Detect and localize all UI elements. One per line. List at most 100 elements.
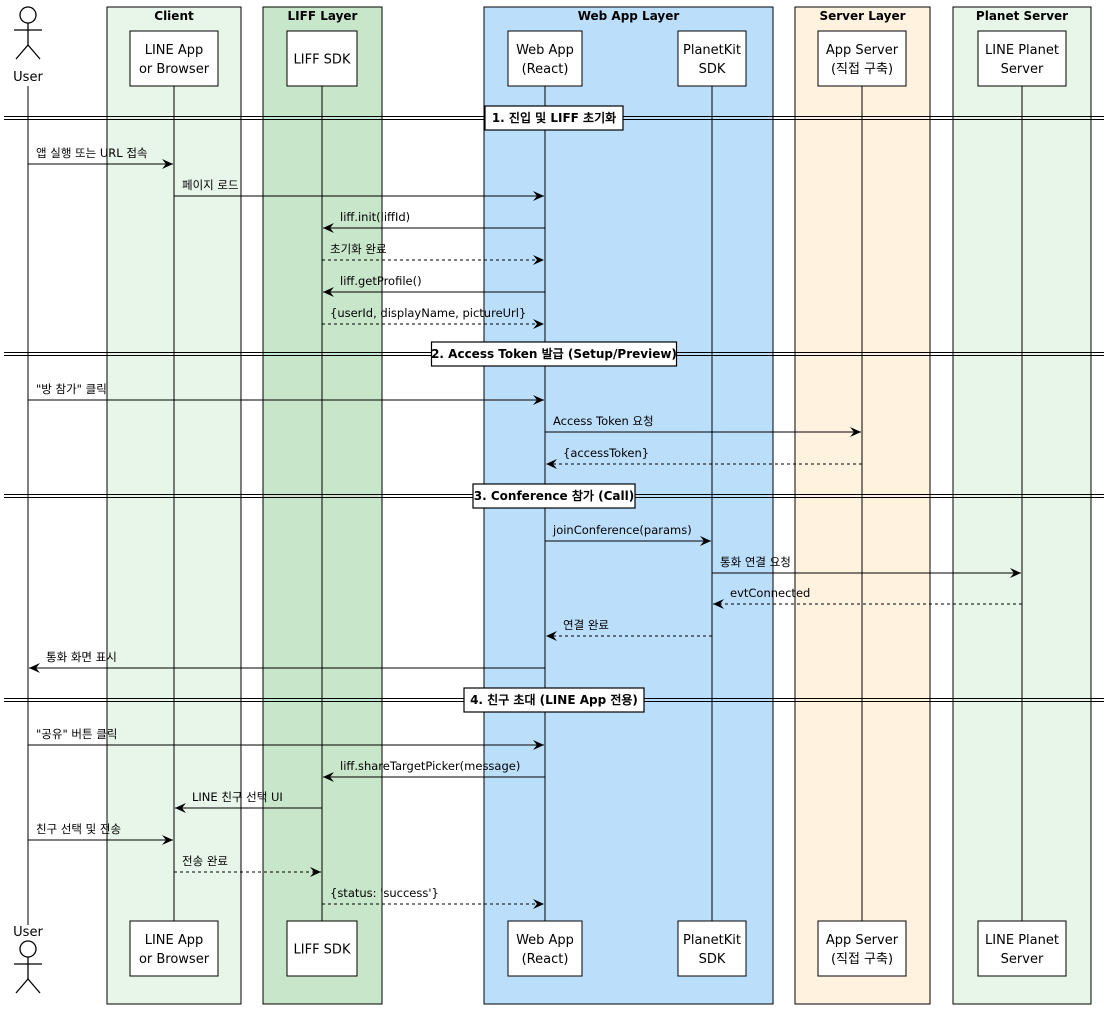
message-label: Access Token 요청: [553, 414, 654, 428]
message-label: "공유" 버튼 클릭: [36, 727, 117, 741]
group-title: Web App Layer: [578, 9, 680, 23]
participant-rect: [507, 920, 583, 977]
participant-rect: [677, 920, 747, 977]
participant-label: or Browser: [139, 62, 210, 77]
participant-box-4-bottom: App Server (직접 구축): [817, 920, 907, 977]
actor-leg-right: [27, 44, 41, 60]
message-10: joinConference(params): [545, 523, 711, 546]
message-label: liff.init(liffId): [340, 210, 410, 224]
divider-label: 2. Access Token 발급 (Setup/Preview): [431, 346, 677, 361]
message-label: 연결 완료: [563, 618, 609, 632]
message-label: {status: 'success'}: [330, 886, 439, 900]
divider-label: 4. 친구 초대 (LINE App 전용): [470, 692, 638, 707]
actor-leg-right: [27, 978, 41, 994]
divider-1: 1. 진입 및 LIFF 초기화: [4, 105, 1104, 131]
participant-label: (직접 구축): [831, 952, 893, 967]
participant-box-1-bottom: LIFF SDK: [286, 920, 358, 977]
participant-rect: [286, 30, 358, 87]
participant-rect: [129, 920, 219, 977]
divider-label-box: [463, 687, 645, 713]
message-3: liff.init(liffId): [323, 210, 545, 233]
participant-box-0-top: LINE App or Browser: [129, 30, 219, 87]
message-label: joinConference(params): [552, 523, 692, 537]
message-4: 초기화 완료: [322, 242, 544, 265]
message-label: 앱 실행 또는 URL 접속: [36, 146, 148, 160]
participant-rect: [977, 30, 1067, 87]
participant-label: LINE App: [145, 933, 204, 948]
participant-label: (직접 구축): [831, 62, 893, 77]
message-17: LINE 친구 선택 UI: [175, 790, 322, 813]
divider-3: 3. Conference 참가 (Call): [4, 483, 1104, 509]
participant-label: SDK: [699, 952, 726, 967]
participant-label: PlanetKit: [683, 43, 741, 58]
participant-label: or Browser: [139, 952, 210, 967]
message-label: 통화 연결 요청: [720, 555, 791, 569]
message-label: LINE 친구 선택 UI: [192, 790, 283, 804]
divider-2: 2. Access Token 발급 (Setup/Preview): [4, 341, 1104, 367]
message-13: 연결 완료: [546, 618, 712, 641]
participant-rect: [677, 30, 747, 87]
actor-label: User: [13, 925, 43, 940]
actor-head: [19, 940, 37, 958]
participant-box-2-bottom: Web App (React): [507, 920, 583, 977]
divider-label-box: [484, 105, 624, 131]
participant-box-1-top: LIFF SDK: [286, 30, 358, 87]
participant-label: LINE Planet: [985, 933, 1059, 948]
message-8: Access Token 요청: [545, 414, 861, 437]
message-label: {accessToken}: [563, 446, 649, 460]
participant-label: PlanetKit: [683, 933, 741, 948]
message-label: "방 참가" 클릭: [36, 382, 107, 396]
divider-label: 1. 진입 및 LIFF 초기화: [492, 110, 616, 125]
section-dividers: 1. 진입 및 LIFF 초기화 2. Access Token 발급 (Setu…: [4, 105, 1104, 713]
participant-label: (React): [522, 62, 569, 77]
participant-rect: [286, 920, 358, 977]
group-title: Planet Server: [976, 9, 1068, 23]
message-15: "공유" 버튼 클릭: [28, 727, 544, 750]
actor-user-top: User: [13, 6, 43, 85]
participant-label: Server: [1001, 62, 1044, 77]
participant-rect: [817, 920, 907, 977]
message-label: 페이지 로드: [182, 178, 239, 192]
group-title: LIFF Layer: [288, 9, 358, 23]
divider-label-box: [472, 483, 636, 509]
message-label: 친구 선택 및 전송: [36, 822, 121, 836]
actor-label: User: [13, 70, 43, 85]
group-title: Server Layer: [819, 9, 905, 23]
message-1: 앱 실행 또는 URL 접속: [28, 146, 173, 169]
participant-label: LIFF SDK: [294, 53, 351, 68]
participant-label: (React): [522, 952, 569, 967]
actor-head: [19, 6, 37, 24]
message-7: "방 참가" 클릭: [28, 382, 544, 405]
message-12: evtConnected: [713, 586, 1022, 609]
participant-label: LINE App: [145, 43, 204, 58]
message-label: evtConnected: [730, 586, 810, 600]
message-11: 통화 연결 요청: [712, 555, 1021, 578]
message-9: {accessToken}: [546, 446, 862, 469]
message-2: 페이지 로드: [174, 178, 544, 201]
message-14: 통화 화면 표시: [29, 650, 545, 673]
participant-label: App Server: [826, 933, 899, 948]
participant-label: LINE Planet: [985, 43, 1059, 58]
participant-rect: [129, 30, 219, 87]
actor-leg-left: [15, 978, 29, 994]
message-6: {userId, displayName, pictureUrl}: [322, 306, 544, 329]
participant-label: LIFF SDK: [294, 943, 351, 958]
participant-label: Web App: [516, 933, 574, 948]
message-label: liff.shareTargetPicker(message): [340, 759, 520, 773]
actor-leg-left: [15, 44, 29, 60]
message-5: liff.getProfile(): [323, 274, 545, 297]
participant-box-4-top: App Server (직접 구축): [817, 30, 907, 87]
divider-label: 3. Conference 참가 (Call): [474, 488, 634, 503]
participant-label: App Server: [826, 43, 899, 58]
participant-rect: [977, 920, 1067, 977]
actor-user-bottom: User: [13, 925, 43, 994]
participant-label: SDK: [699, 62, 726, 77]
divider-4: 4. 친구 초대 (LINE App 전용): [4, 687, 1104, 713]
message-label: liff.getProfile(): [340, 274, 422, 288]
